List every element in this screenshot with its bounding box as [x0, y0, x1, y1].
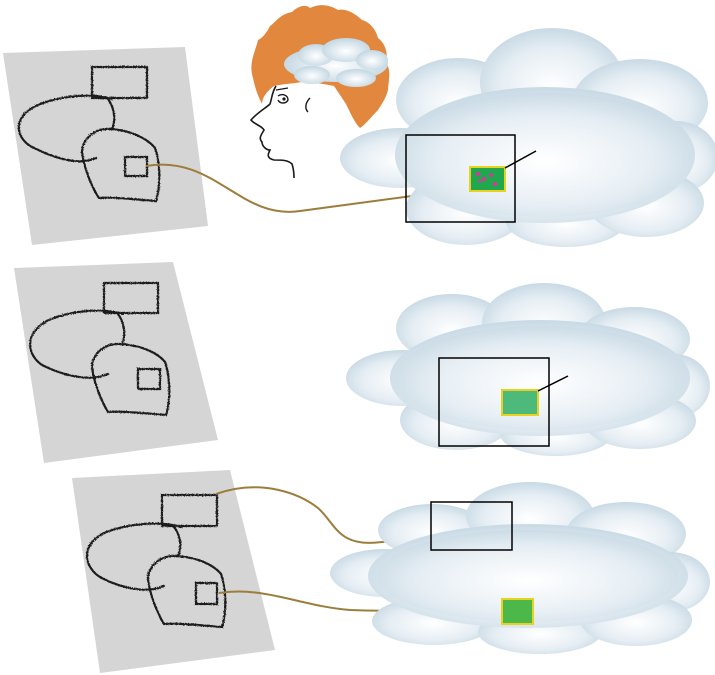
- highlight-box-top: [470, 167, 505, 191]
- sketch-paper-top: [3, 47, 208, 245]
- panel-bottom: [72, 470, 710, 673]
- thought-cloud-middle: [346, 283, 710, 456]
- panel-middle: [14, 262, 710, 463]
- highlight-box-middle: [502, 390, 538, 415]
- ear-line: [306, 98, 310, 112]
- thought-cloud-bottom: [330, 482, 710, 654]
- highlight-box-bottom: [502, 599, 533, 624]
- sketch-paper-middle: [14, 262, 218, 463]
- panel-top: [3, 5, 715, 247]
- sketch-paper-bottom: [72, 470, 275, 673]
- thought-cloud-top: [340, 28, 715, 247]
